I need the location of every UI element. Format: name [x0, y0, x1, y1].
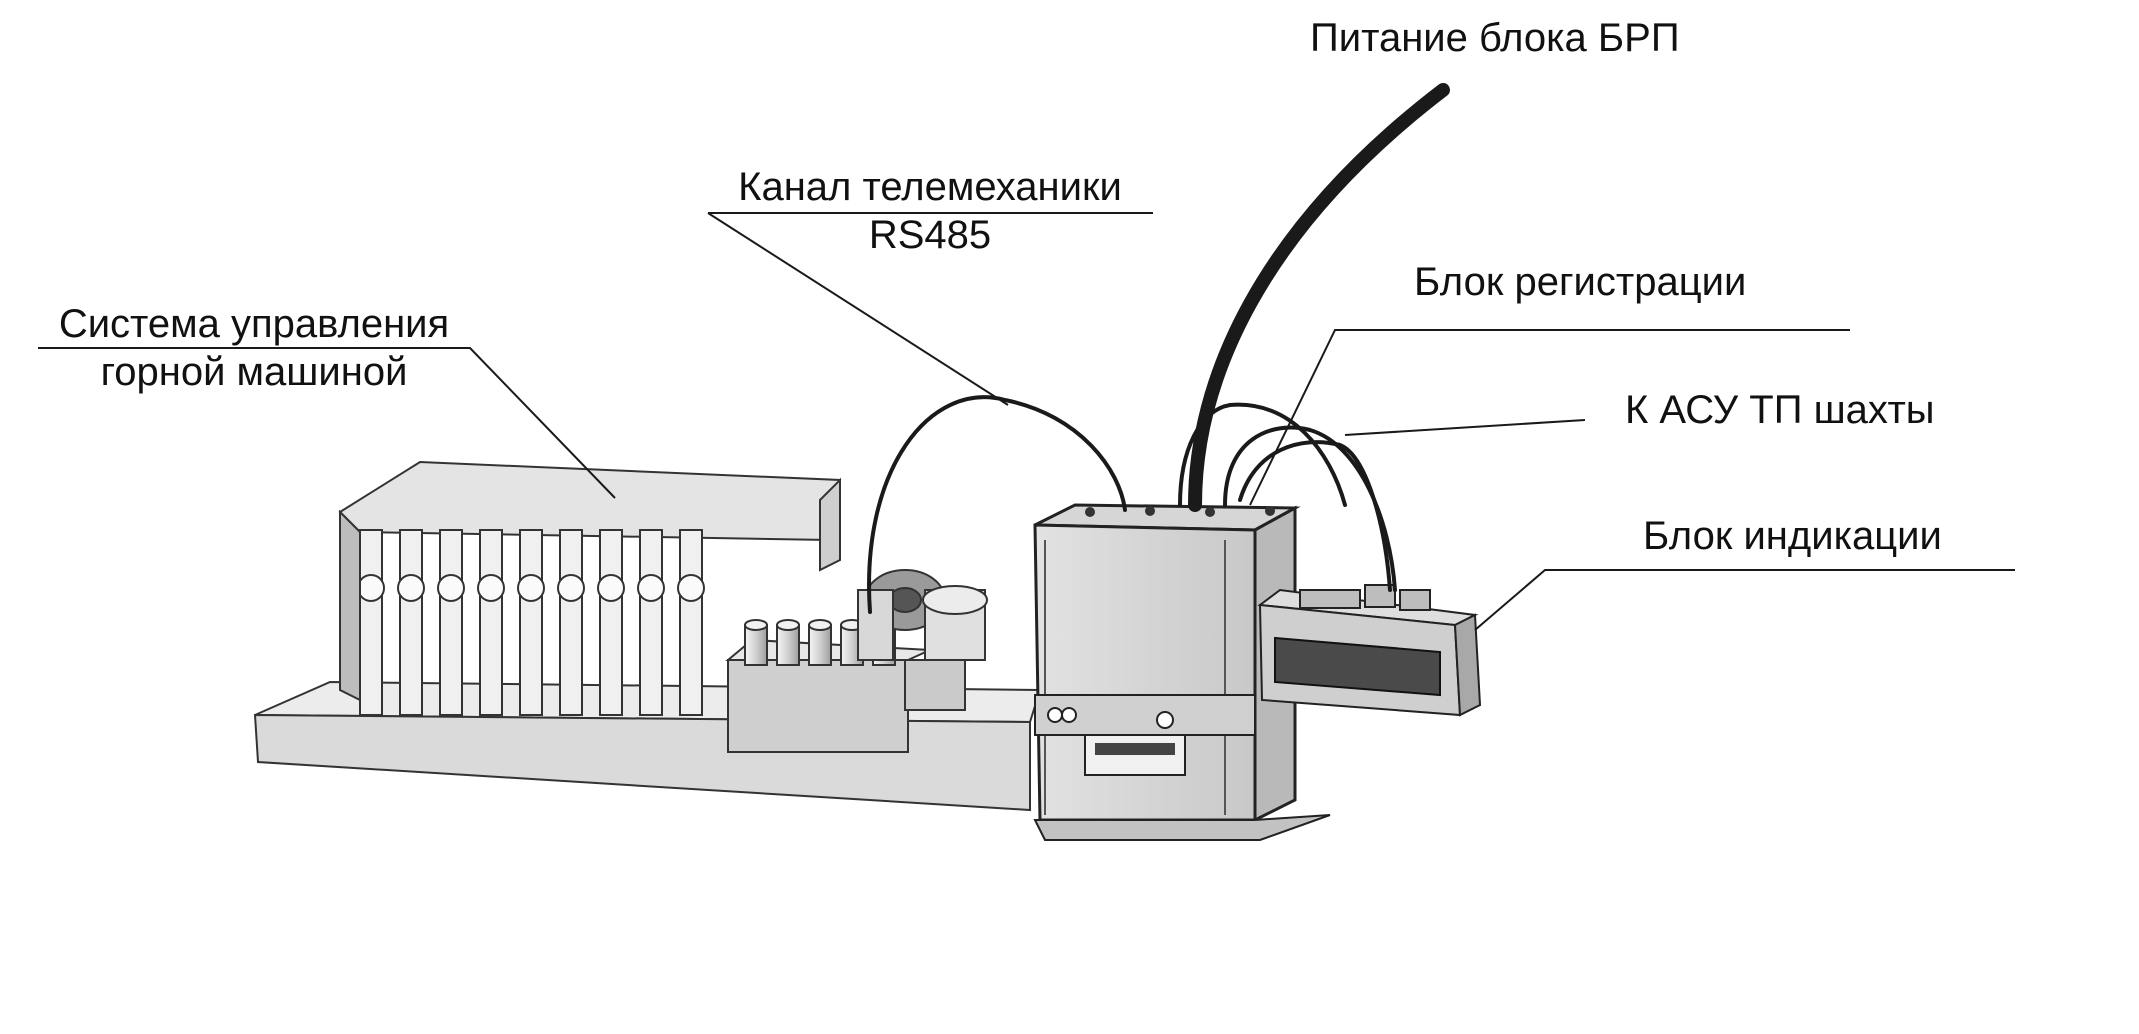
- indication-unit: [1257, 584, 1482, 717]
- registration-unit: [1033, 503, 1331, 841]
- indication-cable: [1238, 440, 1392, 592]
- circuit-board: [557, 529, 585, 716]
- circuit-board: [637, 529, 665, 716]
- label-mining-line2: горной машиной: [100, 350, 408, 394]
- asu-leader: [1344, 419, 1586, 436]
- circuit-board: [357, 529, 385, 716]
- circuit-board: [597, 529, 625, 716]
- power-cable: [1188, 83, 1450, 512]
- connector-terminal: [744, 619, 768, 666]
- telemetry-cable: [867, 395, 1127, 614]
- circuit-board: [437, 529, 465, 716]
- circuit-board: [517, 529, 545, 716]
- label-telemetry-channel: Канал телемеханики RS485: [706, 163, 1154, 259]
- label-mining-line1: Система управления: [58, 302, 450, 346]
- control-board-rack: [338, 460, 842, 716]
- transformer: [857, 569, 988, 711]
- label-asu-tp: К АСУ ТП шахты: [1625, 388, 1935, 432]
- connector-terminal: [808, 619, 832, 666]
- label-telemetry-line2: RS485: [868, 213, 992, 257]
- label-indication-unit: Блок индикации: [1643, 514, 1942, 558]
- leader-lines: [38, 212, 2015, 631]
- registration-leader: [1249, 329, 1850, 506]
- mining-leader: [38, 347, 616, 499]
- asu-cable: [1223, 425, 1397, 592]
- rs485-cable: [1178, 402, 1347, 507]
- cables: [867, 83, 1450, 614]
- terminal-block: [725, 619, 931, 753]
- label-registration-unit: Блок регистрации: [1414, 260, 1747, 304]
- circuit-board: [397, 529, 425, 716]
- indication-leader: [1474, 569, 2015, 631]
- telemetry-leader: [707, 212, 1153, 406]
- label-mining-control-system: Система управления горной машиной: [36, 300, 472, 396]
- label-telemetry-line1: Канал телемеханики: [738, 165, 1122, 209]
- label-power: Питание блока БРП: [1310, 16, 1680, 60]
- circuit-board: [477, 529, 505, 716]
- circuit-board: [677, 529, 705, 716]
- connector-terminal: [776, 619, 800, 666]
